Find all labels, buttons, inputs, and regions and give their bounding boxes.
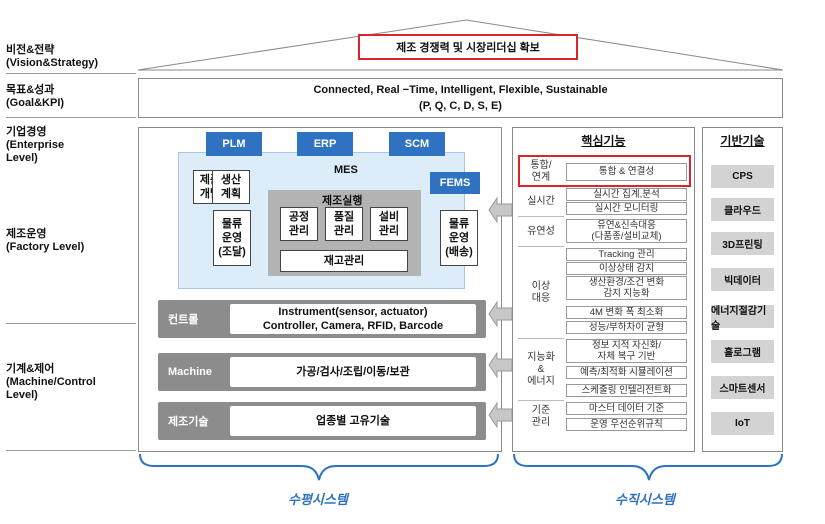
function-cell: 통합 & 연결성: [566, 163, 687, 181]
function-cell: 정보 지적 자신화/ 자체 복구 기반: [566, 339, 687, 363]
execution-title: 제조실행: [322, 195, 363, 207]
equipment-management-box: 설비 관리: [370, 207, 408, 241]
left-arrow-icon: [488, 401, 513, 429]
function-cell: 생산환경/조건 변화 감지 지능화: [566, 276, 687, 300]
function-cell: 실시간 모니터링: [566, 202, 687, 215]
base-tech-item: 빅데이터: [711, 268, 774, 291]
base-tech-item: 스마트센서: [711, 376, 774, 399]
divider: [6, 117, 136, 118]
control-band: 컨트롤 Instrument(sensor, actuator) Control…: [158, 300, 486, 338]
vision-statement: 제조 경쟁력 및 시장리더십 확보: [358, 34, 578, 60]
function-cell: 유연&신속대응 (다품종/설비교체): [566, 219, 687, 243]
horizontal-system-label: 수평시스템: [288, 492, 348, 507]
logistics-inbound-box: 물류 운영 (조달): [213, 210, 251, 266]
vertical-brace: [513, 453, 783, 481]
category-flexibility: 유연성: [518, 216, 564, 246]
category-standards: 기준 관리: [518, 400, 564, 432]
logistics-outbound-box: 물류 운영 (배송): [440, 210, 478, 266]
control-band-content: Instrument(sensor, actuator) Controller,…: [230, 304, 476, 334]
divider: [6, 73, 136, 74]
control-band-label: 컨트롤: [168, 314, 199, 326]
core-functions-title: 핵심기능: [581, 134, 626, 148]
function-cell: 4M 변화 폭 최소화: [566, 306, 687, 319]
base-tech-item: 에너지절감기술: [711, 305, 774, 332]
function-cell: Tracking 관리: [566, 248, 687, 261]
function-cell: 스케줄링 인텔리전트화: [566, 384, 687, 397]
left-arrow-icon: [488, 196, 513, 224]
manufacturing-tech-band-content: 업종별 고유기술: [230, 406, 476, 436]
category-realtime: 실시간: [518, 186, 564, 216]
mes-label: MES: [334, 164, 358, 176]
level-factory-label: 제조운영 (Factory Level): [6, 228, 85, 253]
erp-box: ERP: [297, 132, 353, 156]
quality-management-box: 품질 관리: [325, 207, 363, 241]
base-technology-title: 기반기술: [720, 134, 765, 148]
process-management-box: 공정 관리: [280, 207, 318, 241]
divider: [6, 450, 136, 451]
function-cell: 예측/최적화 시뮬레이션: [566, 366, 687, 379]
fems-box: FEMS: [430, 172, 480, 194]
highlight-box: [518, 155, 691, 187]
scm-box: SCM: [389, 132, 445, 156]
manufacturing-tech-band-label: 제조기술: [168, 416, 209, 428]
manufacturing-tech-band: 제조기술 업종별 고유기술: [158, 402, 486, 440]
machine-band-content: 가공/검사/조립/이동/보관: [230, 357, 476, 387]
base-tech-item: CPS: [711, 165, 774, 188]
category-integration: 통합/ 연계: [530, 160, 552, 183]
level-goal-label: 목표&성과 (Goal&KPI): [6, 84, 65, 109]
base-tech-item: 3D프린팅: [711, 232, 774, 255]
inventory-management-box: 재고관리: [280, 250, 408, 272]
left-arrow-icon: [488, 351, 513, 379]
goal-line-2: (P, Q, C, D, S, E): [419, 100, 502, 112]
category-anomaly: 이상 대응: [518, 246, 564, 338]
brace-group: [139, 453, 783, 481]
level-machine-label: 기계&제어 (Machine/Control Level): [6, 363, 96, 401]
level-vision-label: 비전&전략 (Vision&Strategy): [6, 44, 99, 69]
function-cell: 운영 우선순위규칙: [566, 418, 687, 431]
production-planning-box: 생산 계획: [212, 170, 250, 204]
plm-box: PLM: [206, 132, 262, 156]
base-tech-item: 클라우드: [711, 198, 774, 221]
base-tech-item: IoT: [711, 412, 774, 435]
base-tech-item: 홀로그램: [711, 340, 774, 363]
arrows-group: [488, 196, 513, 429]
goal-line-1: Connected, Real −Time, Intelligent, Flex…: [313, 84, 608, 96]
machine-band-label: Machine: [168, 366, 213, 378]
function-cell: 마스터 데이터 기준: [566, 402, 687, 415]
divider: [6, 323, 136, 324]
function-cell: 실시간 집계,분석: [566, 188, 687, 201]
category-intelligence: 지능화 & 에너지: [518, 338, 564, 400]
function-cell: 성능/부하차이 균형: [566, 321, 687, 334]
vertical-system-label: 수직시스템: [615, 492, 675, 507]
machine-band: Machine 가공/검사/조립/이동/보관: [158, 353, 486, 391]
goal-box: Connected, Real −Time, Intelligent, Flex…: [138, 78, 783, 118]
level-enterprise-label: 기업경영 (Enterprise Level): [6, 126, 65, 164]
left-arrow-icon: [488, 300, 513, 328]
horizontal-brace: [139, 453, 499, 481]
function-cell: 이상상태 감지: [566, 262, 687, 275]
